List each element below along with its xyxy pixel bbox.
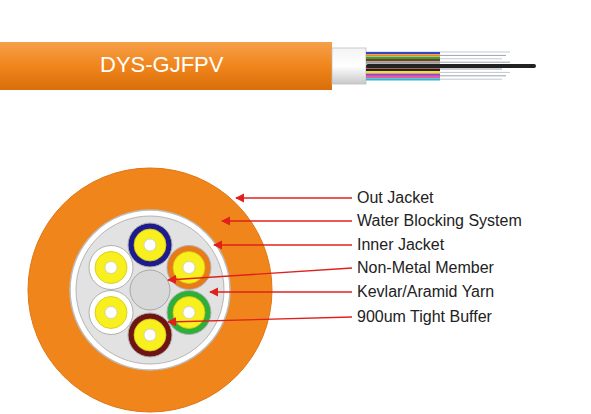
leader-line <box>222 220 352 221</box>
leader-line <box>168 268 352 280</box>
yarn-strand <box>366 58 502 59</box>
tight-buffer <box>89 246 133 290</box>
part-label: Out Jacket <box>357 190 433 206</box>
fiber <box>366 71 440 73</box>
leader-line <box>236 197 352 198</box>
fiber <box>366 52 440 54</box>
fiber <box>366 73 440 75</box>
leader-line <box>210 291 352 292</box>
fiber <box>366 54 440 56</box>
inner-jacket-section <box>76 216 224 364</box>
inner-jacket <box>332 48 366 84</box>
yarn-strand <box>366 69 502 70</box>
fiber <box>366 59 440 61</box>
cable-marking: DYS-GJFPV <box>100 54 223 76</box>
cable-side-view <box>0 42 536 90</box>
leader-line <box>214 244 352 245</box>
fiber <box>366 61 440 63</box>
yarn-strand <box>366 79 502 80</box>
leader-line <box>168 317 352 322</box>
tight-buffer <box>128 313 172 357</box>
outer-jacket <box>0 42 332 90</box>
part-label: Non-Metal Member <box>357 260 494 276</box>
tight-buffers <box>89 223 211 357</box>
central-member <box>366 64 536 68</box>
yarn-strand <box>366 72 510 73</box>
tight-buffer <box>128 223 172 267</box>
fiber <box>366 78 440 80</box>
yarn-strand <box>366 52 510 53</box>
part-label: Kevlar/Aramid Yarn <box>357 284 494 300</box>
part-label: 900um Tight Buffer <box>357 309 492 325</box>
yarn-strand <box>366 55 506 56</box>
tight-buffer <box>89 291 133 335</box>
part-label: Water Blocking System <box>357 213 522 229</box>
fiber <box>366 69 440 71</box>
cable-cross-section <box>28 168 272 412</box>
yarn-strand <box>366 62 510 63</box>
tight-buffer <box>167 246 211 290</box>
yarn-strand <box>366 75 506 76</box>
fiber <box>366 57 440 59</box>
outer-jacket-section <box>28 168 272 412</box>
non-metal-member <box>130 270 170 310</box>
tight-buffer <box>167 291 211 335</box>
fiber <box>366 76 440 78</box>
leader-lines <box>168 198 352 322</box>
water-blocking-ring <box>70 210 230 370</box>
part-label: Inner Jacket <box>357 237 444 253</box>
